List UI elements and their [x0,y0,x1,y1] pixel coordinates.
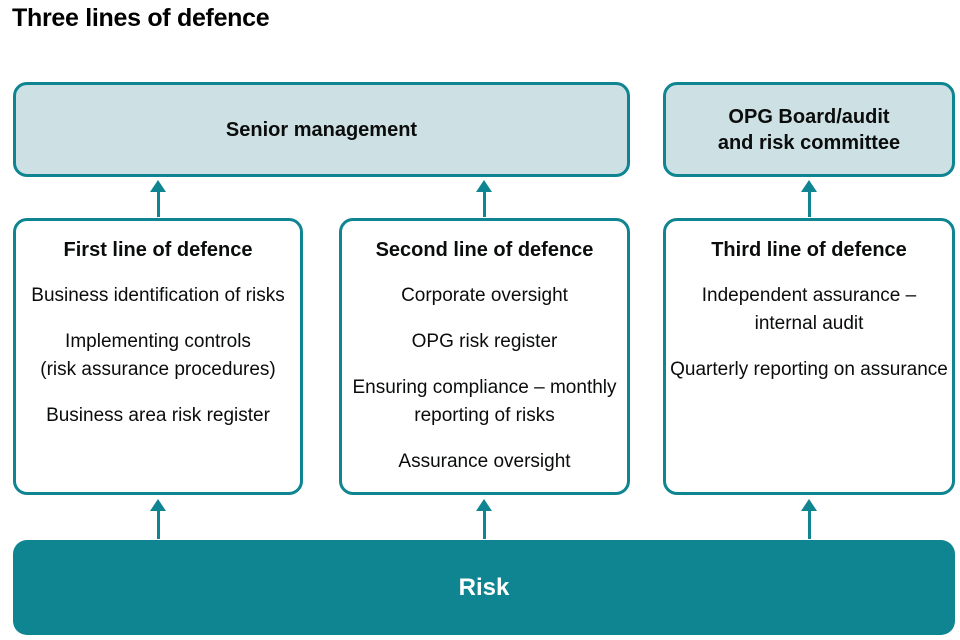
risk-bar: Risk [13,540,955,635]
arrow-shaft [482,192,486,217]
second-line-item: OPG risk register [411,331,558,352]
senior-management-box: Senior management [13,82,630,177]
arrow-head-icon [476,180,492,192]
arrow-head-icon [150,499,166,511]
arrow-first-line-to-senior-management [150,180,166,217]
opg-board-audit-risk-committee-box: OPG Board/audit and risk committee [663,82,955,177]
first-line-of-defence-box: First line of defence Business identific… [13,218,303,495]
third-line-heading: Third line of defence [711,239,907,261]
arrow-head-icon [476,499,492,511]
risk-label: Risk [458,573,510,601]
arrow-risk-to-second-line [476,499,492,539]
arrow-shaft [482,511,486,539]
second-line-item: Assurance oversight [398,451,571,472]
second-line-of-defence-box: Second line of defence Corporate oversig… [339,218,630,495]
third-line-item: Independent assurance – internal audit [701,285,917,334]
first-line-heading: First line of defence [63,239,253,261]
second-line-item: Corporate oversight [401,285,568,306]
third-line-of-defence-box: Third line of defence Independent assura… [663,218,955,495]
second-line-item: Ensuring compliance – monthly reporting … [352,377,617,426]
third-line-item: Quarterly reporting on assurance [670,359,948,380]
first-line-item: Implementing controls (risk assurance pr… [40,331,276,380]
senior-management-label: Senior management [225,118,418,141]
arrow-second-line-to-senior-management [476,180,492,217]
arrow-shaft [156,192,160,217]
arrow-risk-to-first-line [150,499,166,539]
page-title: Three lines of defence [12,4,270,32]
second-line-heading: Second line of defence [375,239,594,261]
arrow-risk-to-third-line [801,499,817,539]
first-line-item: Business identification of risks [31,285,285,306]
arrow-shaft [807,192,811,217]
arrow-shaft [156,511,160,539]
arrow-head-icon [801,180,817,192]
opg-board-label: OPG Board/audit and risk committee [717,105,901,154]
first-line-item: Business area risk register [46,405,270,426]
arrow-shaft [807,511,811,539]
arrow-head-icon [801,499,817,511]
arrow-head-icon [150,180,166,192]
arrow-third-line-to-opg-board [801,180,817,217]
